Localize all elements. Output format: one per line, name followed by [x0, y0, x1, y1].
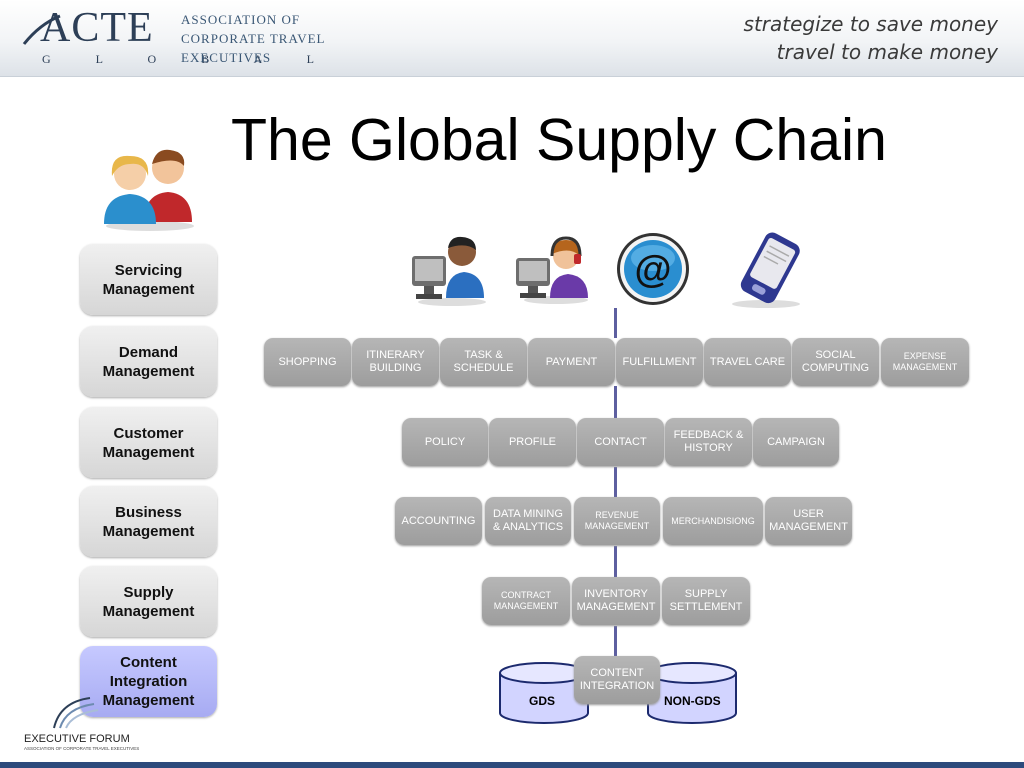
box-fulfillment: FULFILLMENT: [616, 338, 703, 386]
connector-line: [614, 308, 617, 338]
sidebar-item-supply-management[interactable]: Supply Management: [80, 566, 217, 637]
footer-executive-forum: EXECUTIVE FORUM: [24, 733, 130, 745]
sidebar-item-label: Servicing Management: [102, 261, 195, 298]
box-shopping: SHOPPING: [264, 338, 351, 386]
sidebar-item-label: Content Integration Management: [102, 654, 195, 709]
box-user-management: USER MANAGEMENT: [765, 497, 852, 545]
connector-line: [614, 626, 617, 656]
box-feedback-history: FEEDBACK & HISTORY: [665, 418, 752, 466]
box-label: PROFILE: [508, 435, 557, 448]
box-label: INVENTORY MANAGEMENT: [576, 588, 656, 613]
box-label: ITINERARY BUILDING: [366, 349, 425, 374]
box-inventory-management: INVENTORY MANAGEMENT: [572, 577, 660, 625]
non-gds-label: NON-GDS: [664, 694, 721, 708]
sidebar-item-content-integration-management[interactable]: Content Integration Management: [80, 646, 217, 717]
box-campaign: CAMPAIGN: [753, 418, 839, 466]
box-label: POLICY: [424, 435, 466, 448]
sidebar-item-label: Supply Management: [102, 583, 195, 620]
box-label: CAMPAIGN: [767, 435, 825, 448]
box-data-mining-analytics: DATA MINING & ANALYTICS: [485, 497, 571, 545]
box-label: REVENUE MANAGEMENT: [584, 510, 650, 531]
box-contact: CONTACT: [577, 418, 664, 466]
tagline: strategize to save money travel to make …: [744, 10, 998, 66]
box-content-integration: CONTENT INTEGRATION: [574, 656, 660, 704]
gds-database-icon: [499, 662, 589, 724]
slide-title: The Global Supply Chain: [231, 107, 887, 173]
connector-line: [614, 546, 617, 577]
box-travel-care: TRAVEL CARE: [704, 338, 791, 386]
header-banner: ACTE G L O B A L ASSOCIATION OF CORPORAT…: [0, 0, 1024, 77]
box-label: PAYMENT: [545, 355, 598, 368]
box-label: TRAVEL CARE: [709, 355, 786, 368]
box-task-schedule: TASK & SCHEDULE: [440, 338, 527, 386]
people-icon: [104, 149, 194, 231]
tagline-line: strategize to save money: [743, 12, 998, 36]
box-payment: PAYMENT: [528, 338, 615, 386]
connector-line: [614, 467, 617, 497]
box-merchandising: MERCHANDISIONG: [663, 497, 763, 545]
tagline-line: travel to make money: [776, 40, 998, 64]
box-contract-management: CONTRACT MANAGEMENT: [482, 577, 570, 625]
box-label: USER MANAGEMENT: [769, 508, 848, 533]
sidebar-item-label: Customer Management: [102, 424, 195, 461]
agent-computer-icon: [412, 236, 486, 306]
footer-bar: [0, 762, 1024, 768]
box-label: FEEDBACK & HISTORY: [673, 429, 744, 454]
connector-line: [614, 386, 617, 418]
box-supply-settlement: SUPPLY SETTLEMENT: [662, 577, 750, 625]
box-label: TASK & SCHEDULE: [453, 349, 514, 374]
box-label: CONTRACT MANAGEMENT: [493, 590, 559, 611]
mobile-device-icon: [732, 232, 800, 308]
box-label: FULFILLMENT: [622, 355, 697, 368]
box-itinerary-building: ITINERARY BUILDING: [352, 338, 439, 386]
at-email-icon: @: [617, 233, 689, 305]
box-label: CONTENT INTEGRATION: [579, 667, 655, 692]
sidebar-item-label: Demand Management: [102, 343, 195, 380]
box-profile: PROFILE: [489, 418, 576, 466]
box-label: SOCIAL COMPUTING: [801, 349, 870, 374]
box-label: SHOPPING: [278, 355, 337, 368]
logo-swoosh-icon: [22, 14, 61, 45]
sidebar-item-customer-management[interactable]: Customer Management: [80, 407, 217, 478]
box-accounting: ACCOUNTING: [395, 497, 482, 545]
box-label: MERCHANDISIONG: [671, 515, 755, 526]
box-revenue-management: REVENUE MANAGEMENT: [574, 497, 660, 545]
box-label: DATA MINING & ANALYTICS: [492, 508, 564, 533]
box-label: CONTACT: [594, 435, 647, 448]
box-label: SUPPLY SETTLEMENT: [669, 588, 743, 613]
box-label: EXPENSE MANAGEMENT: [892, 351, 958, 372]
gds-label: GDS: [529, 694, 556, 708]
box-label: ACCOUNTING: [401, 514, 476, 527]
association-line: ASSOCIATION OF: [181, 12, 301, 27]
call-center-icon: [516, 236, 588, 304]
sidebar-item-demand-management[interactable]: Demand Management: [80, 326, 217, 397]
box-expense-management: EXPENSE MANAGEMENT: [881, 338, 969, 386]
executive-forum-logo-icon: [53, 697, 99, 729]
sidebar-item-label: Business Management: [102, 503, 195, 540]
association-line: EXECUTIVES: [181, 50, 272, 65]
sidebar-item-servicing-management[interactable]: Servicing Management: [80, 244, 217, 315]
association-line: CORPORATE TRAVEL: [181, 31, 326, 46]
logo-acte: ACTE: [40, 5, 154, 51]
association-name: ASSOCIATION OF CORPORATE TRAVEL EXECUTIV…: [181, 10, 325, 67]
svg-text:@: @: [634, 249, 671, 291]
logo-global: G L O B A L: [42, 52, 335, 66]
box-social-computing: SOCIAL COMPUTING: [792, 338, 879, 386]
box-policy: POLICY: [402, 418, 488, 466]
footer-association: ASSOCIATION OF CORPORATE TRAVEL EXECUTIV…: [24, 746, 140, 751]
sidebar-item-business-management[interactable]: Business Management: [80, 486, 217, 557]
